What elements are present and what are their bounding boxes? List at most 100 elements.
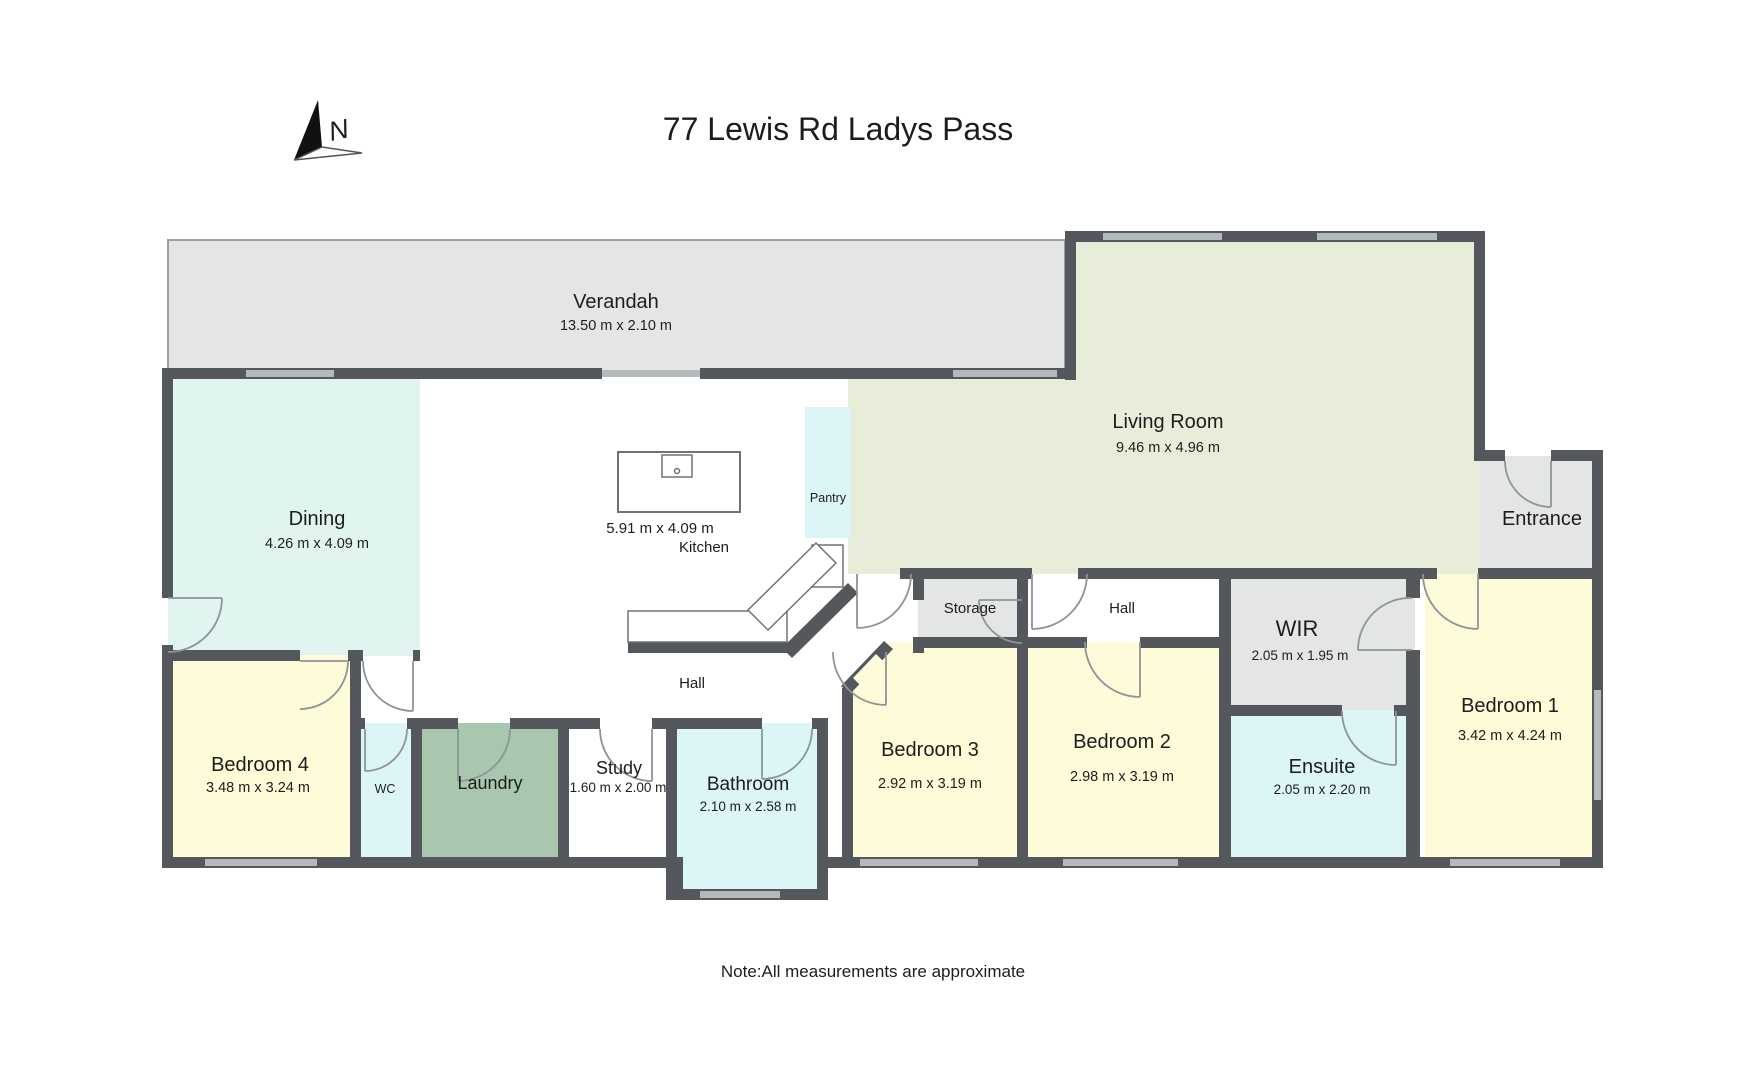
door-arc (856, 573, 912, 629)
dining-dims: 4.26 m x 4.09 m (265, 536, 369, 552)
kitchen-label: Kitchen (679, 539, 729, 556)
wir-dims: 2.05 m x 1.95 m (1252, 648, 1349, 663)
wall-segment (817, 718, 828, 857)
north-arrow-icon: N (293, 100, 363, 161)
windows (205, 233, 1601, 898)
door-arc (832, 651, 887, 706)
bathroom-dims: 2.10 m x 2.58 m (700, 799, 797, 814)
wall-segment (1394, 705, 1420, 716)
door-arc (1084, 641, 1141, 698)
wall-segment (652, 718, 677, 729)
storage-label: Storage (944, 600, 997, 617)
wall-segment (1219, 574, 1231, 868)
sink-drain-icon (673, 467, 681, 475)
wall-segment (1065, 231, 1485, 242)
door-arc (1422, 573, 1479, 630)
wall-segment (1225, 705, 1342, 716)
bedroom2-dims: 2.98 m x 3.19 m (1070, 769, 1174, 785)
wall-segment (1078, 568, 1425, 579)
bathroom-floor (671, 723, 823, 896)
wall-segment (842, 688, 853, 868)
bedroom3-label: Bedroom 3 (881, 739, 979, 761)
wall-segment (700, 368, 1072, 379)
window (246, 370, 334, 377)
wall-segment (1551, 450, 1603, 461)
door-arc (1504, 460, 1552, 508)
door-arc (362, 660, 414, 712)
wall-segment (350, 718, 365, 729)
wall-segment (1474, 231, 1485, 461)
wall-segment-diagonal (782, 583, 858, 658)
door-arc (299, 660, 349, 710)
pantry-label: Pantry (810, 491, 847, 505)
wall-segment (1478, 568, 1603, 579)
window (860, 859, 978, 866)
sink-icon (661, 454, 693, 478)
wall-segment (1425, 568, 1437, 579)
study-dims: 1.60 m x 2.00 m (570, 780, 667, 795)
wall-segment (628, 642, 788, 653)
north-arrow-tail (293, 146, 363, 161)
wc-label: WC (375, 782, 396, 796)
bedroom2-label: Bedroom 2 (1073, 731, 1171, 753)
wall-segment (913, 574, 924, 600)
wall-segment (162, 650, 300, 661)
window (953, 370, 1057, 377)
north-arrow-blade (294, 100, 322, 160)
laundry-floor (416, 723, 564, 864)
living-room-dims: 9.46 m x 4.96 m (1116, 440, 1220, 456)
dining-label: Dining (289, 508, 346, 530)
wall-segment (1479, 450, 1505, 461)
wall-segment (411, 718, 458, 729)
bedroom4-label: Bedroom 4 (211, 754, 309, 776)
door-arc (457, 728, 511, 782)
bedroom1-floor (1425, 574, 1598, 864)
bedroom3-dims: 2.92 m x 3.19 m (878, 776, 982, 792)
wall-segment (1065, 236, 1076, 380)
kitchen-dims: 5.91 m x 4.09 m (606, 520, 714, 537)
kitchen-bench (627, 610, 788, 643)
wall-segment (558, 718, 569, 868)
ensuite-label: Ensuite (1289, 756, 1356, 778)
kitchen-bench-diagonal (746, 541, 838, 632)
bedroom4-floor (167, 655, 356, 864)
door-arc (1031, 573, 1088, 630)
wall-segment (1140, 637, 1219, 648)
wall-segment (162, 368, 173, 598)
wall-segment (162, 645, 173, 868)
window (1450, 859, 1560, 866)
window (1317, 233, 1437, 240)
page-title: 77 Lewis Rd Ladys Pass (663, 111, 1013, 147)
kitchen-fixtures (617, 451, 844, 643)
wall-segment (672, 857, 683, 900)
pantry-floor (805, 407, 851, 538)
bedroom4-dims: 3.48 m x 3.24 m (206, 780, 310, 796)
wir-label: WIR (1276, 616, 1319, 641)
ensuite-dims: 2.05 m x 2.20 m (1274, 782, 1371, 797)
door-arc (1341, 710, 1397, 766)
bedroom1-dims: 3.42 m x 4.24 m (1458, 728, 1562, 744)
verandah-floor-fill (169, 241, 1064, 370)
bedroom3-floor (847, 642, 1022, 864)
verandah-label: Verandah (573, 291, 659, 313)
door-arcs (167, 460, 1552, 782)
wall-segment (1406, 574, 1420, 598)
wall-segment (413, 650, 420, 661)
wall-segment (666, 718, 762, 729)
door-arc (761, 728, 813, 780)
door-arc (364, 728, 408, 772)
wall-segment (1406, 650, 1420, 868)
wir-floor (1225, 574, 1415, 712)
wall-segment (1592, 450, 1603, 868)
wall-segment (823, 857, 853, 868)
wall-segment (510, 718, 600, 729)
entrance-label: Entrance (1502, 508, 1582, 530)
window (700, 891, 780, 898)
window (1594, 690, 1601, 800)
wall-segment (411, 718, 422, 868)
living-room-label: Living Room (1112, 411, 1223, 433)
bedroom2-floor (1022, 642, 1222, 864)
entrance-floor (1480, 456, 1598, 574)
